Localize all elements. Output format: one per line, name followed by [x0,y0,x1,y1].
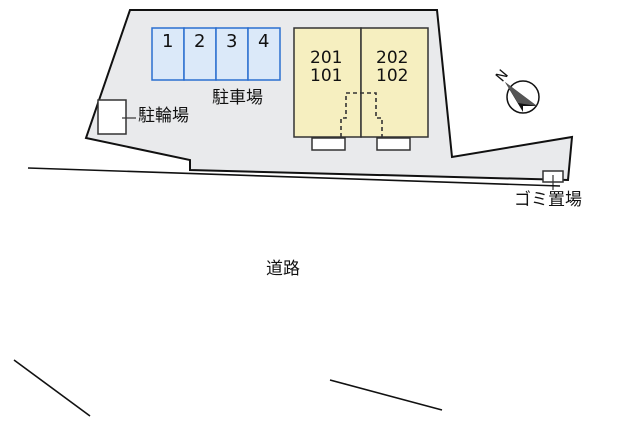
road-edge-lower-right [329,379,443,411]
unit-upper-left: 201 [310,48,343,68]
entrance-step-left [311,137,346,151]
road-edge-lower-left [13,359,91,417]
unit-block-right [360,27,429,138]
compass-north-label: N [493,67,512,85]
road-label: 道路 [266,259,300,279]
road-edge-upper [27,167,561,187]
unit-upper-right: 202 [376,48,409,68]
parking-space-4 [247,27,281,81]
stair-outline [340,92,383,137]
bicycle-parking-box [97,99,127,135]
unit-lower-right: 102 [376,66,409,86]
compass-icon: N [493,67,540,114]
bicycle-parking-label: 駐輪場 [138,106,189,126]
building [293,27,429,138]
entrance-step-right [376,137,411,151]
parking-area [151,27,281,81]
parking-space-number: 2 [194,31,206,52]
parking-label: 駐車場 [212,88,263,108]
unit-lower-left: 101 [310,66,343,86]
parking-space-number: 1 [162,31,174,52]
parking-space-number: 4 [258,31,270,52]
parking-space-3 [215,27,249,81]
parking-space-number: 3 [226,31,238,52]
garbage-label: ゴミ置場 [514,190,582,210]
